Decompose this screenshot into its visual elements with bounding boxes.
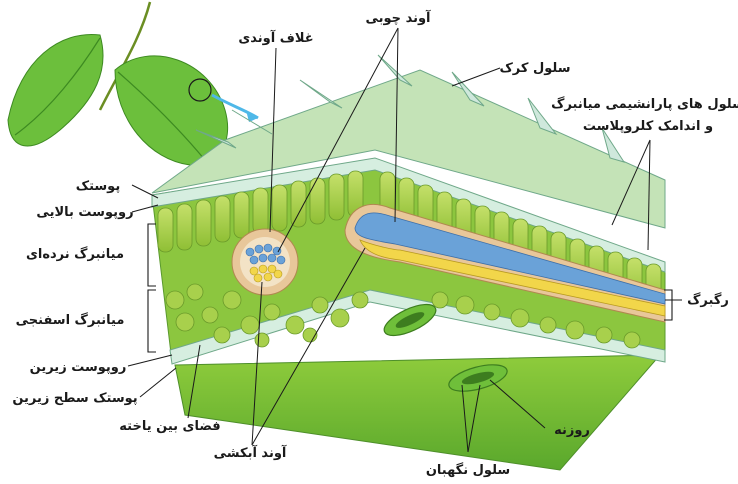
label-lower-epidermis: روپوست زیرین <box>30 360 127 375</box>
palisade-bracket <box>148 224 156 286</box>
label-upper-epidermis: روپوست بالایی <box>36 205 133 220</box>
small-vascular-bundle <box>232 229 298 295</box>
label-guard-cell: سلول نگهبان <box>426 462 510 478</box>
label-palisade-cells-2: و اندامک کلروپلاست <box>583 119 713 134</box>
spongy-bracket <box>148 290 156 352</box>
label-cork-cell: سلول کرک <box>499 61 570 76</box>
label-wood-vessel: آوند چوبی <box>365 9 431 26</box>
label-palisade-mesophyll: میانبرگ نرده‌ای <box>26 245 124 262</box>
label-phloem: آوند آبکشی <box>214 444 287 461</box>
label-palisade-cells-1: سلول های پارانشیمی میانبرگ <box>551 95 738 112</box>
label-vein: رگبرگ <box>687 291 729 308</box>
label-lower-cuticle: پوستک سطح زیرین <box>12 391 137 406</box>
label-spongy-mesophyll: میانبرگ اسفنجی <box>16 311 125 328</box>
label-cuticle: پوستک <box>76 179 120 194</box>
leaf-block <box>152 55 665 470</box>
label-bundle-sheath: غلاف آوندی <box>238 29 313 46</box>
label-stoma: روزنه <box>554 423 590 438</box>
label-intercellular-space: فضای بین یاخته <box>119 419 220 434</box>
leaf-right <box>115 56 228 166</box>
